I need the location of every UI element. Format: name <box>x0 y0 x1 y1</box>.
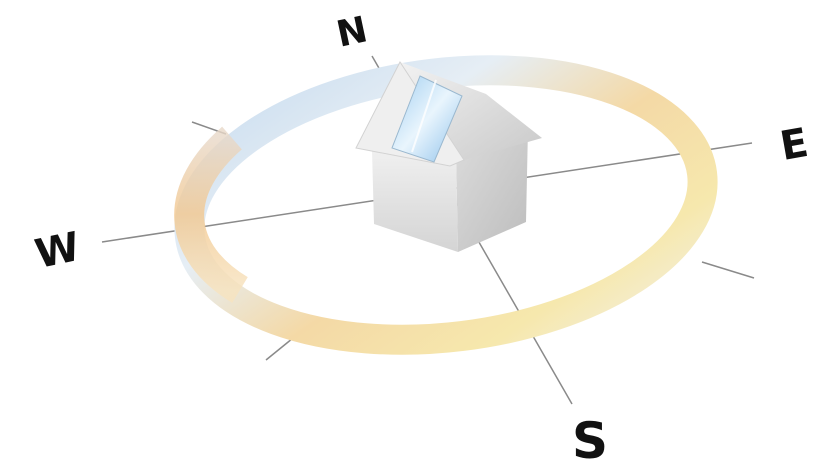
east-label: E <box>777 120 812 170</box>
south-label: S <box>572 412 608 464</box>
north-label: N <box>333 9 371 55</box>
west-label: W <box>31 224 84 278</box>
southeast-tick <box>702 262 754 278</box>
